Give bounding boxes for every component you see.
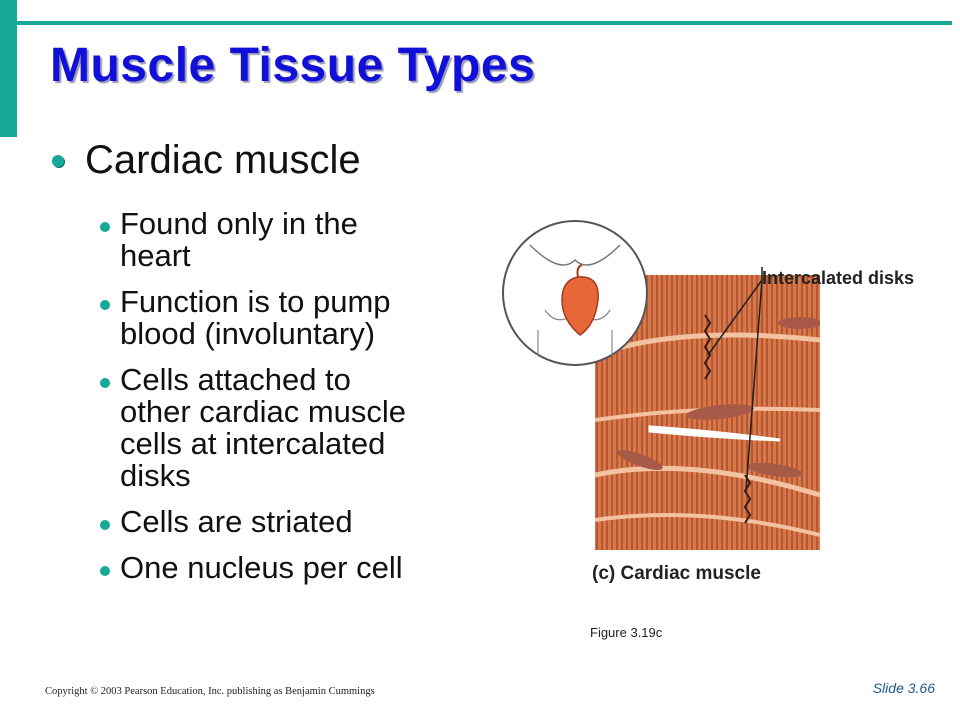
label-cardiac-muscle: (c) Cardiac muscle	[592, 563, 761, 584]
bullet-dot-icon	[100, 222, 110, 232]
cardiac-muscle-illustration: Intercalated disks (c) Cardiac muscle	[502, 220, 914, 584]
sub-bullet-text: Function is to pump blood (involuntary)	[120, 284, 391, 351]
sub-bullet-text: Cells attached to other cardiac muscle c…	[120, 362, 407, 493]
leader-line	[707, 279, 763, 356]
sub-bullet-item: Function is to pump blood (involuntary)	[100, 286, 480, 350]
accent-bar-vertical	[0, 0, 17, 137]
sub-bullet-item: Cells attached to other cardiac muscle c…	[100, 364, 480, 492]
sub-bullet-item: Cells are striated	[100, 506, 480, 538]
bullet-dot-icon	[100, 566, 110, 576]
bullet-dot-icon	[100, 300, 110, 310]
accent-bar-horizontal	[17, 21, 952, 25]
sub-bullet-text: Cells are striated	[120, 504, 353, 539]
muscle-tissue	[595, 275, 820, 550]
sub-bullet-text: Found only in the heart	[120, 206, 358, 273]
bullet-dot-icon	[100, 378, 110, 388]
heart-icon	[561, 276, 599, 336]
sub-bullet-text: One nucleus per cell	[120, 550, 403, 585]
sub-bullet-item: Found only in the heart	[100, 208, 480, 272]
torso-heart-inset	[502, 220, 648, 366]
leader-line	[745, 279, 763, 491]
bullet-dot-icon	[100, 520, 110, 530]
label-intercalated-disks: Intercalated disks	[762, 268, 914, 288]
figure-reference: Figure 3.19c	[590, 625, 663, 640]
copyright-notice: Copyright © 2003 Pearson Education, Inc.…	[45, 686, 375, 697]
bullet-dot-icon	[52, 154, 64, 167]
slide-number: Slide 3.66	[872, 680, 935, 696]
slide-title: Muscle Tissue Types	[50, 39, 536, 92]
main-bullet-text: Cardiac muscle	[85, 138, 361, 182]
cardiac-muscle-figure: Intercalated disks (c) Cardiac muscle	[500, 205, 955, 605]
sub-bullet-list: Found only in the heart Function is to p…	[100, 208, 480, 598]
main-bullet: Cardiac muscle	[52, 138, 361, 183]
sub-bullet-item: One nucleus per cell	[100, 552, 480, 584]
